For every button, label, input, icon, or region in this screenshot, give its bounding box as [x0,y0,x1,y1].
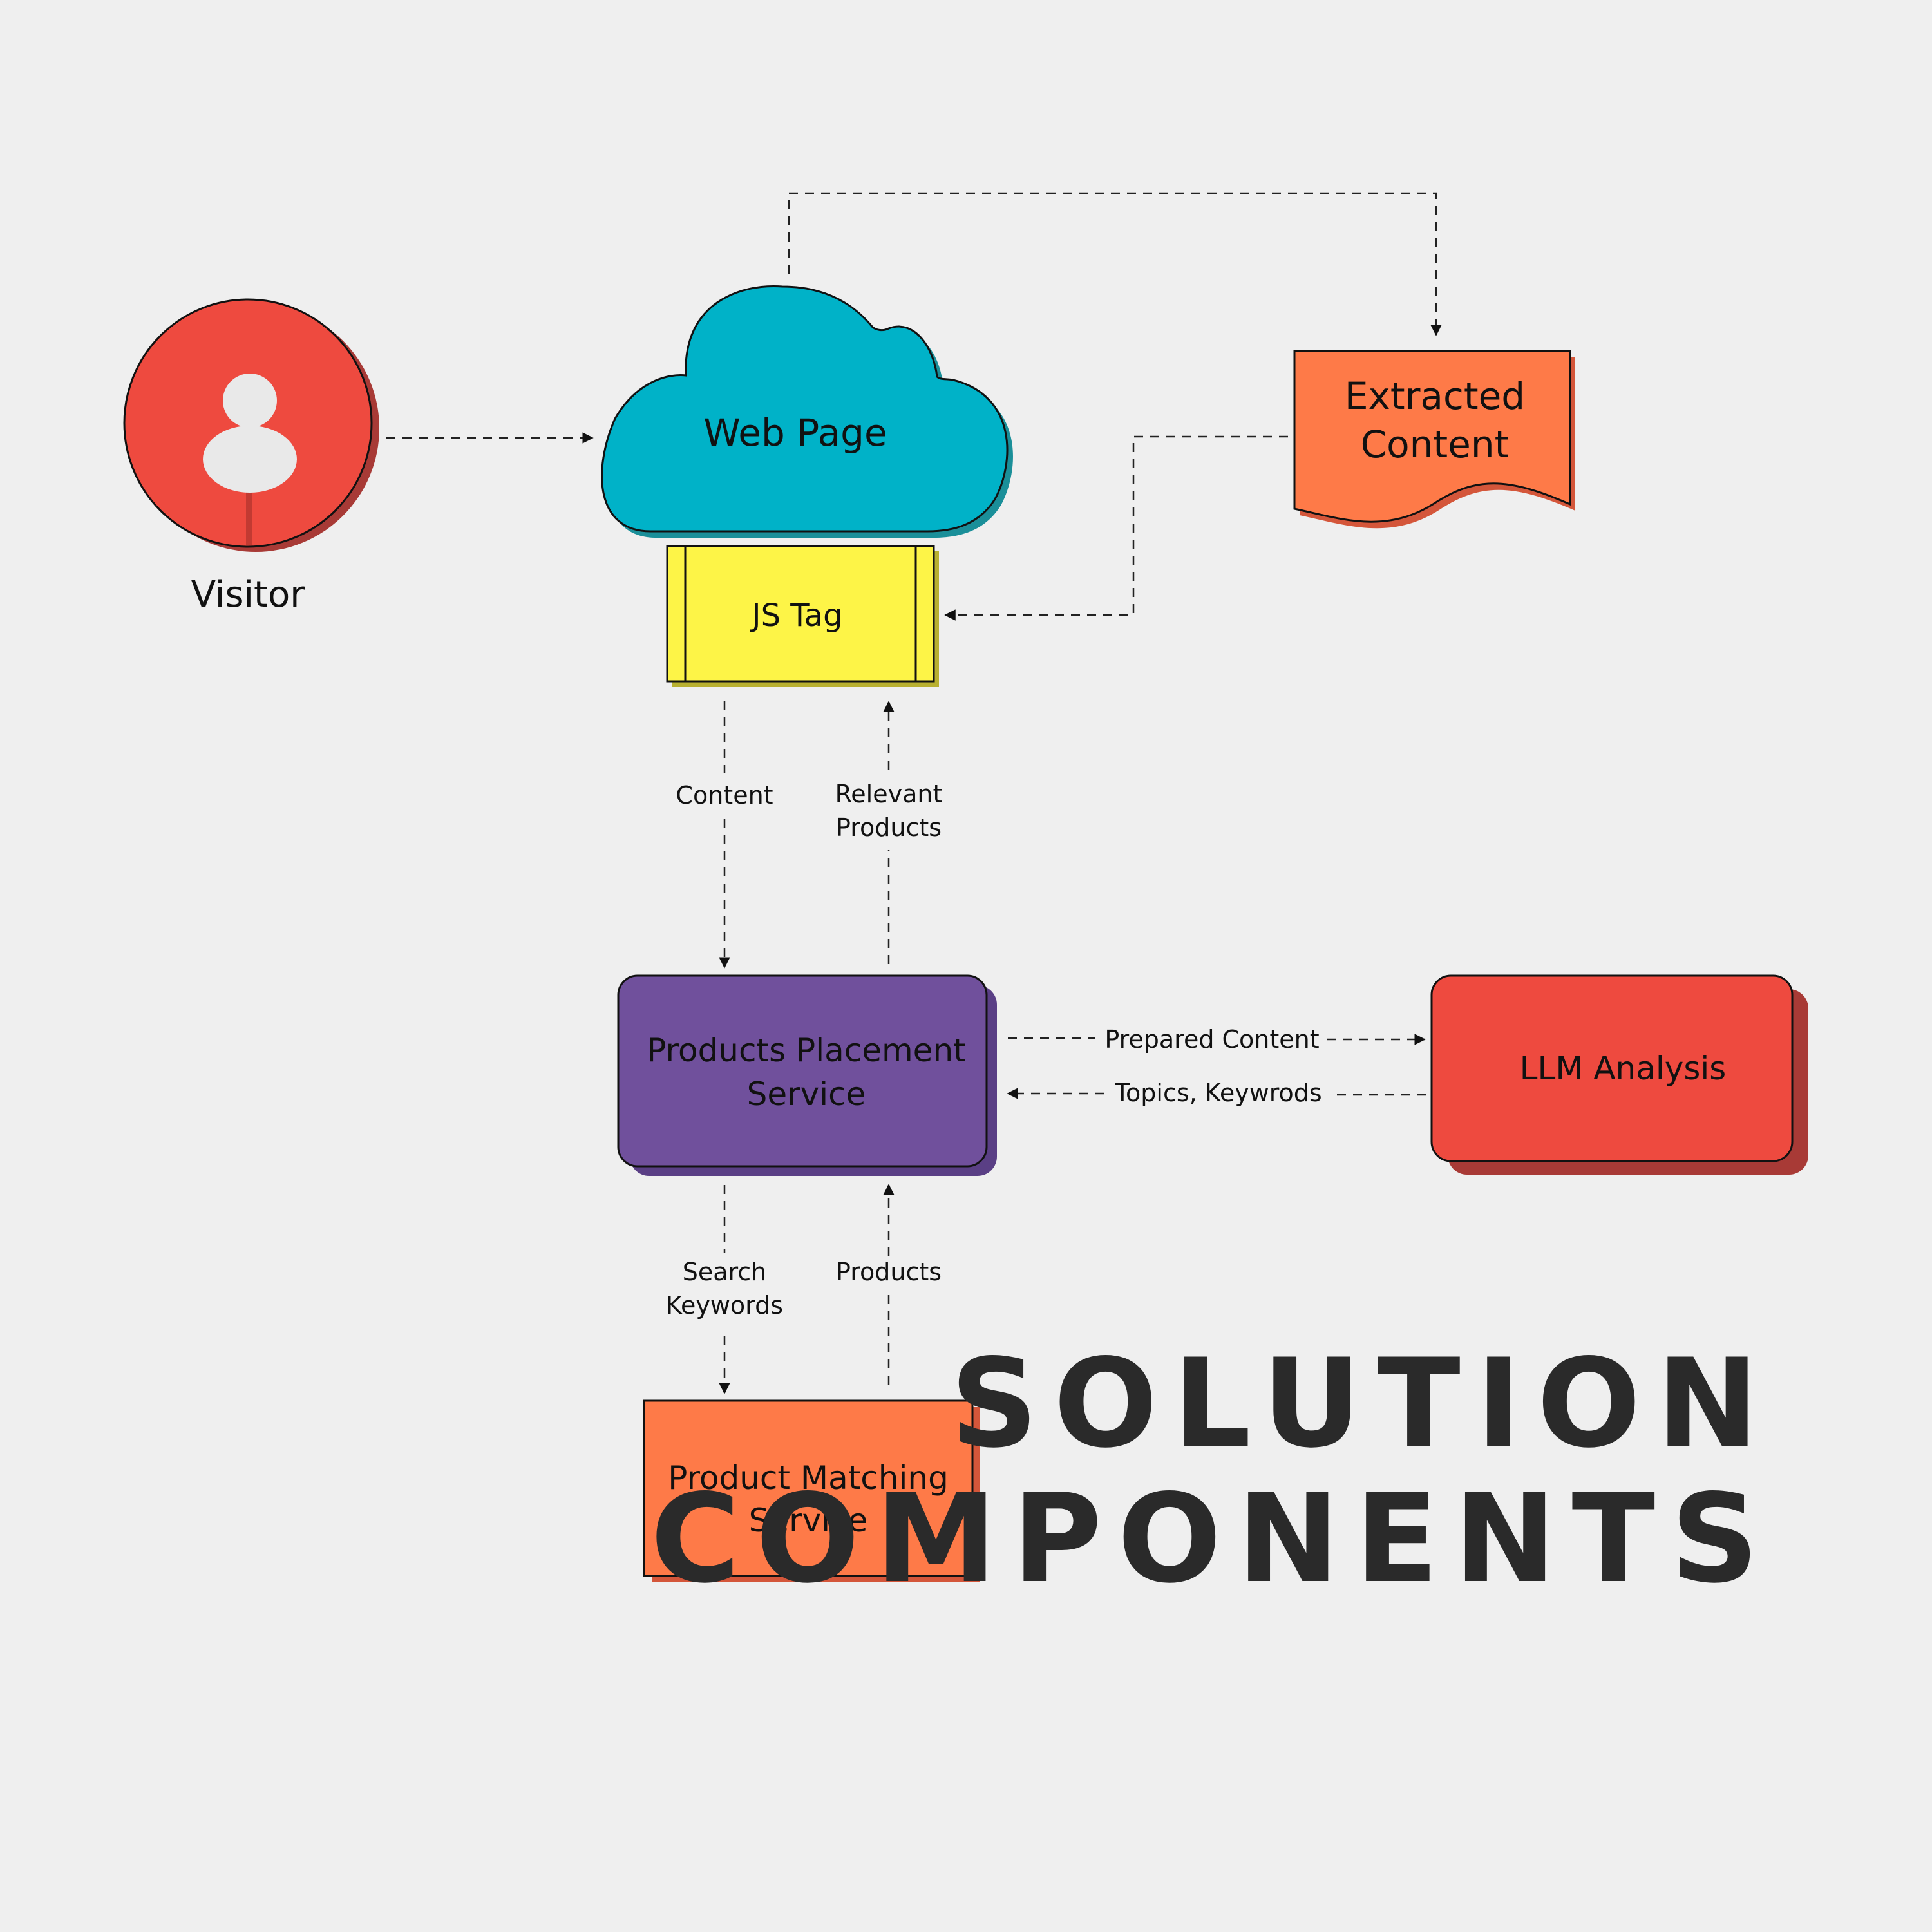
web-page-node [601,285,1013,538]
edge-label-content: Content [676,781,773,810]
edge-label-products: Products [836,1258,942,1286]
title-line-1: SOLUTION [950,1332,1774,1475]
js-tag-node [666,545,939,687]
visitor-label: Visitor [191,574,306,616]
edge-extracted-to-jstag [944,435,1288,621]
product-matching-node [643,1399,980,1582]
products-placement-label-1: Products Placement [647,1032,965,1069]
extracted-content-label-2: Content [1361,422,1510,466]
user-icon [203,374,297,545]
extracted-content-label-1: Extracted [1345,374,1525,418]
products-placement-node [617,974,997,1176]
product-matching-label-1: Product Matching [668,1459,949,1497]
edge-label-relevant: Relevant [835,780,943,808]
visitor-node [123,298,379,552]
web-page-label: Web Page [703,411,887,455]
extracted-content-node [1293,350,1575,529]
edge-label-prepared-content: Prepared Content [1104,1025,1319,1054]
edge-label-topics-keywords: Topics, Keywrods [1114,1079,1321,1107]
edge-label-keywords: Keywords [666,1291,783,1320]
edge-label-search: Search [683,1258,767,1286]
llm-analysis-node [1430,974,1808,1175]
edge-webpage-to-extracted [788,192,1442,336]
products-placement-label-2: Service [747,1075,866,1113]
product-matching-label-2: Service [749,1502,868,1539]
title-line-2: COMPONENTS [650,1468,1774,1610]
edge-label-products-2: Products [836,813,942,842]
llm-analysis-label: LLM Analysis [1520,1050,1727,1087]
js-tag-label: JS Tag [750,598,842,634]
